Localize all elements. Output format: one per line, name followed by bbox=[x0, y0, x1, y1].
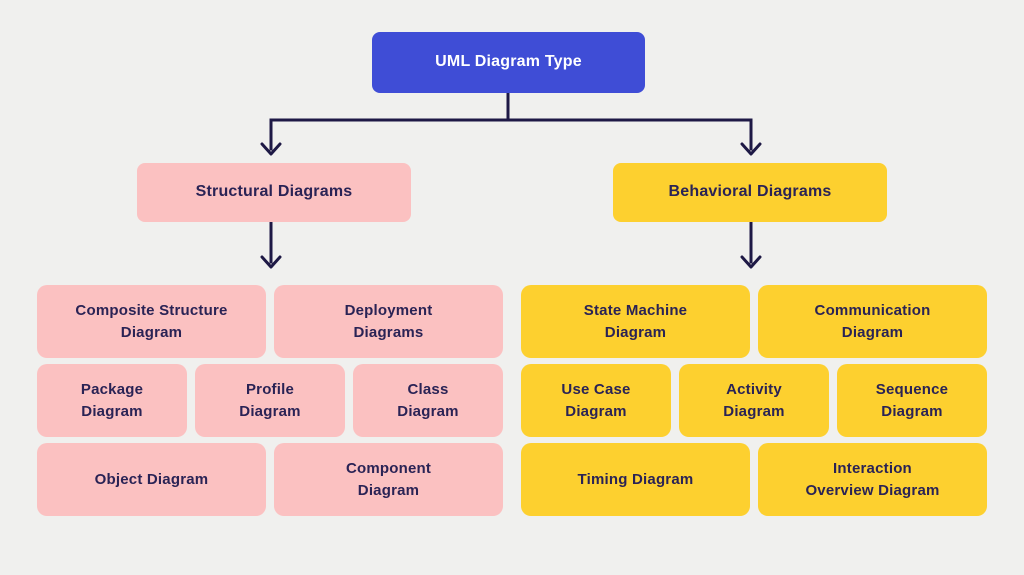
structural-diagrams-group: Composite Structure Diagram Deployment D… bbox=[37, 285, 503, 516]
node-uml-diagram-type: UML Diagram Type bbox=[372, 32, 645, 93]
structural-row-1: Composite Structure Diagram Deployment D… bbox=[37, 285, 503, 358]
behavioral-row-1: State Machine Diagram Communication Diag… bbox=[521, 285, 987, 358]
arrowhead-to-behavioral-grid bbox=[740, 255, 762, 269]
structural-row-3: Object Diagram Component Diagram bbox=[37, 443, 503, 516]
node-sequence-diagram: Sequence Diagram bbox=[837, 364, 987, 437]
node-component-diagram: Component Diagram bbox=[274, 443, 503, 516]
node-object-diagram: Object Diagram bbox=[37, 443, 266, 516]
node-timing-diagram: Timing Diagram bbox=[521, 443, 750, 516]
node-deployment-diagrams: Deployment Diagrams bbox=[274, 285, 503, 358]
node-profile-diagram: Profile Diagram bbox=[195, 364, 345, 437]
node-interaction-overview-diagram: Interaction Overview Diagram bbox=[758, 443, 987, 516]
behavioral-row-2: Use Case Diagram Activity Diagram Sequen… bbox=[521, 364, 987, 437]
node-composite-structure-diagram: Composite Structure Diagram bbox=[37, 285, 266, 358]
node-structural-diagrams: Structural Diagrams bbox=[137, 163, 411, 222]
node-state-machine-diagram: State Machine Diagram bbox=[521, 285, 750, 358]
arrowhead-to-structural bbox=[260, 142, 282, 156]
arrowhead-to-behavioral bbox=[740, 142, 762, 156]
behavioral-diagrams-group: State Machine Diagram Communication Diag… bbox=[521, 285, 987, 516]
node-activity-diagram: Activity Diagram bbox=[679, 364, 829, 437]
arrowhead-to-structural-grid bbox=[260, 255, 282, 269]
behavioral-row-3: Timing Diagram Interaction Overview Diag… bbox=[521, 443, 987, 516]
node-behavioral-diagrams: Behavioral Diagrams bbox=[613, 163, 887, 222]
node-package-diagram: Package Diagram bbox=[37, 364, 187, 437]
node-class-diagram: Class Diagram bbox=[353, 364, 503, 437]
structural-row-2: Package Diagram Profile Diagram Class Di… bbox=[37, 364, 503, 437]
node-communication-diagram: Communication Diagram bbox=[758, 285, 987, 358]
node-use-case-diagram: Use Case Diagram bbox=[521, 364, 671, 437]
